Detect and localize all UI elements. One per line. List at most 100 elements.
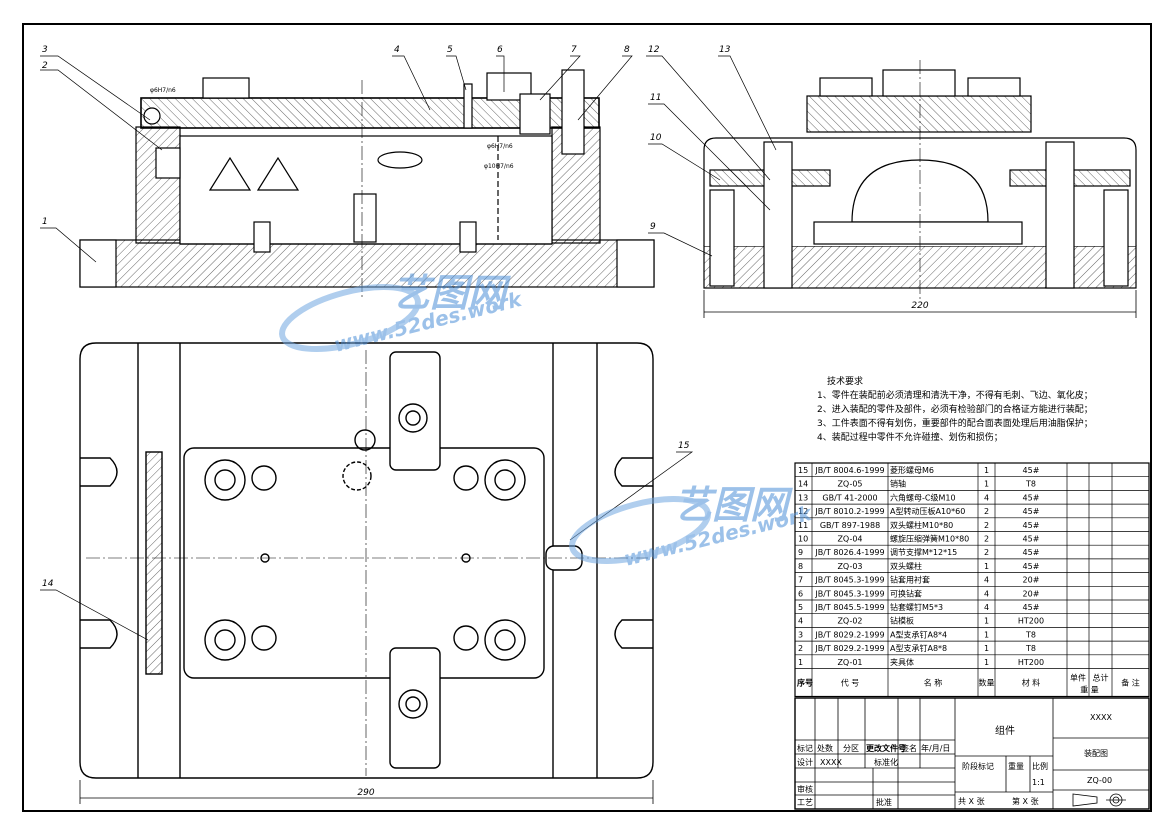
- tb-mark: 标记: [797, 743, 813, 753]
- balloon-8: 8: [624, 45, 630, 55]
- balloon-9: 9: [650, 222, 656, 232]
- tb-change-doc: 更改文件号: [866, 743, 906, 753]
- tech-requirement-item: 3、工件表面不得有划伤，重要部件的配合面表面处理后用油脂保护；: [817, 417, 1093, 429]
- bom-cell-code: ZQ-02: [837, 617, 862, 626]
- bom-cell-code: JB/T 8029.2-1999: [814, 644, 884, 653]
- bom-cell-no: 12: [798, 507, 808, 516]
- bom-cell-name: 双头螺柱: [890, 561, 922, 571]
- title-block-text: 标记 处数 分区 更改文件号 签名 年/月/日 设计 XXXX 标准化 审核 工…: [797, 713, 1112, 807]
- bom-header-weight: 重 量: [1080, 685, 1099, 695]
- watermark-brand: 艺图网: [392, 271, 511, 315]
- dimension-lines: [79, 290, 1137, 804]
- bom-cell-material: T8: [1025, 644, 1036, 653]
- bom-cell-qty: 1: [984, 562, 989, 571]
- tb-stage-mark: 阶段标记: [962, 761, 994, 771]
- bom-cell-material: 20#: [1023, 576, 1040, 585]
- bom-cell-code: JB/T 8026.4-1999: [814, 548, 884, 557]
- balloon-13: 13: [719, 45, 731, 55]
- tb-design: 设计: [797, 757, 813, 767]
- bom-cell-no: 2: [798, 644, 803, 653]
- balloon-12: 12: [648, 45, 660, 55]
- bom-cell-name: 调节支撑M*12*15: [890, 547, 957, 557]
- bom-cell-qty: 1: [984, 466, 989, 475]
- balloon-15: 15: [678, 441, 690, 451]
- bom-cell-material: 45#: [1023, 603, 1040, 612]
- bom-row: 2 JB/T 8029.2-1999 A型支承钉A8*8 1 T8: [798, 643, 1036, 653]
- sheet-border: [22, 23, 1152, 812]
- bom-cell-no: 1: [798, 658, 803, 667]
- bom-cell-name: A型支承钉A8*8: [890, 643, 947, 653]
- bom-cell-no: 9: [798, 548, 803, 557]
- bom-cell-qty: 1: [984, 658, 989, 667]
- balloon-6: 6: [497, 45, 503, 55]
- bom-cell-code: ZQ-04: [837, 535, 862, 544]
- bom-cell-material: T8: [1025, 480, 1036, 489]
- bom-cell-name: A型支承钉A8*4: [890, 629, 947, 639]
- balloon-5: 5: [447, 45, 453, 55]
- bom-cell-material: 45#: [1023, 466, 1040, 475]
- bom-cell-code: JB/T 8045.3-1999: [814, 589, 884, 598]
- bom-header-qty: 数量: [979, 678, 995, 688]
- fit-label: φ10H7/n6: [484, 163, 514, 170]
- dimension-plan-width: 290: [357, 788, 374, 798]
- bom-cell-name: 夹具体: [890, 657, 914, 667]
- tb-craft: 工艺: [797, 798, 813, 807]
- bom-cell-qty: 1: [984, 480, 989, 489]
- bom-cell-material: 45#: [1023, 562, 1040, 571]
- bom-cell-qty: 2: [984, 548, 989, 557]
- bom-header-remark: 备 注: [1121, 678, 1140, 688]
- bom-cell-name: 钻套用衬套: [890, 575, 930, 585]
- bom-cell-material: 45#: [1023, 521, 1040, 530]
- tb-review: 审核: [797, 784, 813, 794]
- bom-cell-qty: 1: [984, 617, 989, 626]
- bom-cell-no: 13: [798, 493, 808, 502]
- bom-cell-qty: 4: [984, 576, 989, 585]
- bom-cell-qty: 1: [984, 644, 989, 653]
- tb-designer: XXXX: [820, 758, 842, 767]
- bom-cell-code: ZQ-05: [837, 480, 862, 489]
- tb-zone: 分区: [843, 744, 859, 753]
- fit-label: φ6H7/n6: [487, 143, 513, 150]
- bom-cell-code: ZQ-01: [837, 658, 862, 667]
- bom-cell-no: 8: [798, 562, 803, 571]
- bom-cell-qty: 4: [984, 603, 989, 612]
- balloon-leaders: [40, 55, 777, 641]
- tb-company: XXXX: [1090, 713, 1112, 722]
- balloon-4: 4: [394, 45, 400, 55]
- tb-part-name: 组件: [995, 724, 1015, 737]
- plan-view: [79, 342, 654, 779]
- bom-cell-material: 20#: [1023, 589, 1040, 598]
- front-section-view: [79, 69, 655, 300]
- dimension-front-width: 220: [911, 301, 928, 311]
- tb-approve: 批准: [876, 797, 892, 807]
- bom-cell-name: 螺旋压缩弹簧M10*80: [890, 534, 969, 544]
- technical-requirements: 技术要求 1、零件在装配前必须清理和清洗干净，不得有毛刺、飞边、氧化皮； 2、进…: [817, 375, 1093, 443]
- bom-header-total-weight: 总计: [1093, 673, 1109, 683]
- balloon-2: 2: [42, 61, 48, 71]
- balloon-10: 10: [650, 133, 662, 143]
- tb-weight: 重量: [1008, 761, 1024, 771]
- bom-header-material: 材 料: [1022, 678, 1041, 688]
- bom-cell-code: JB/T 8045.5-1999: [814, 603, 884, 612]
- bom-cell-material: 45#: [1023, 493, 1040, 502]
- bom-cell-name: 钻套螺钉M5*3: [890, 602, 943, 612]
- tech-requirements-heading: 技术要求: [827, 375, 863, 387]
- tb-sheet-no: 第 X 张: [1012, 796, 1039, 806]
- bom-cell-no: 4: [798, 617, 803, 626]
- bom-cell-name: 销轴: [890, 479, 906, 489]
- tb-date: 年/月/日: [921, 743, 950, 753]
- fit-label: φ6H7/n6: [150, 87, 176, 94]
- tb-scale-value: 1:1: [1032, 778, 1045, 787]
- projection-symbol-icon: [1072, 793, 1126, 807]
- bom-cell-name: 可换钻套: [890, 588, 922, 598]
- bom-cell-code: GB/T 41-2000: [822, 493, 877, 502]
- tb-scale: 比例: [1032, 761, 1048, 771]
